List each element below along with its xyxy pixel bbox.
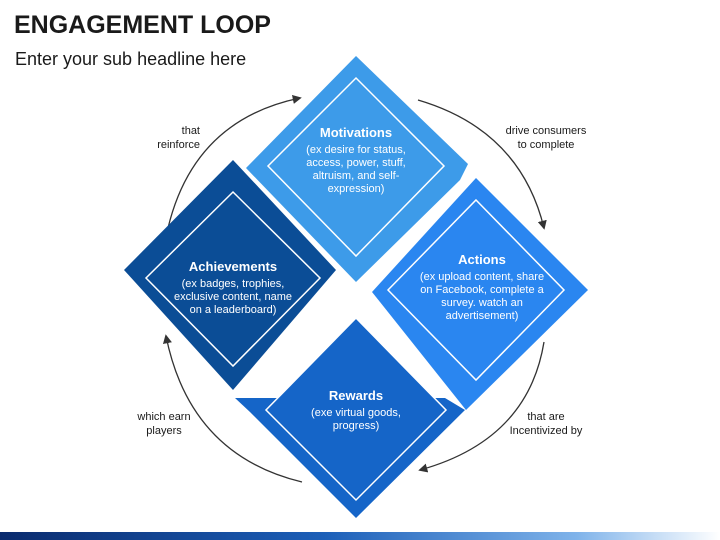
actions-line: survey. watch an [441, 297, 523, 309]
achievements-title: Achievements [188, 259, 278, 274]
connector-line: that are [527, 411, 565, 423]
motivations-label: Motivations (ex desire for status, acces… [266, 125, 446, 196]
rewards-diamond [264, 316, 448, 502]
connector-label-top-left: that reinforce [140, 124, 200, 152]
rewards-line: progress) [332, 420, 380, 432]
connector-line: drive consumers [505, 125, 587, 137]
actions-line: advertisement) [445, 310, 519, 322]
achievements-line: (ex badges, trophies, [181, 278, 285, 290]
connector-line: reinforce [157, 139, 200, 151]
achievements-line: exclusive content, name [173, 291, 292, 303]
motivations-diamond [266, 76, 446, 258]
connector-label-bottom-left: which earn players [126, 410, 202, 438]
connector-line: to complete [517, 139, 575, 151]
connector-line: that [181, 125, 200, 137]
arc-bottom-right [418, 341, 545, 473]
connector-line: players [146, 425, 182, 437]
motivations-title: Motivations [319, 125, 393, 140]
connector-label-bottom-right: that are Incentivized by [498, 410, 594, 438]
actions-label: Actions (ex upload content, share on Fac… [392, 252, 572, 323]
connector-label-top-right: drive consumers to complete [496, 124, 596, 152]
actions-diamond [386, 198, 566, 382]
arc-top-right [417, 99, 547, 230]
connector-line: which earn [137, 411, 191, 423]
rewards-title: Rewards [328, 388, 384, 403]
arc-bottom-left [162, 334, 303, 483]
page-subtitle: Enter your sub headline here [15, 49, 247, 69]
motivations-line: (ex desire for status, [306, 144, 406, 156]
page-title: ENGAGEMENT LOOP [14, 11, 271, 39]
connector-line: Incentivized by [509, 425, 583, 437]
bottom-accent-bar [0, 532, 720, 540]
achievements-diamond [144, 190, 322, 368]
motivations-line: altruism, and self- [312, 170, 400, 182]
actions-title: Actions [458, 252, 506, 267]
rewards-line: (exe virtual goods, [311, 407, 401, 419]
actions-line: on Facebook, complete a [420, 284, 544, 296]
motivations-line: expression) [327, 183, 385, 195]
achievements-line: on a leaderboard) [189, 304, 277, 316]
arc-top-left [167, 95, 302, 229]
motivations-line: access, power, stuff, [306, 157, 406, 169]
achievements-label: Achievements (ex badges, trophies, exclu… [143, 259, 323, 317]
rewards-label: Rewards (exe virtual goods, progress) [266, 388, 446, 433]
actions-line: (ex upload content, share [419, 271, 545, 283]
